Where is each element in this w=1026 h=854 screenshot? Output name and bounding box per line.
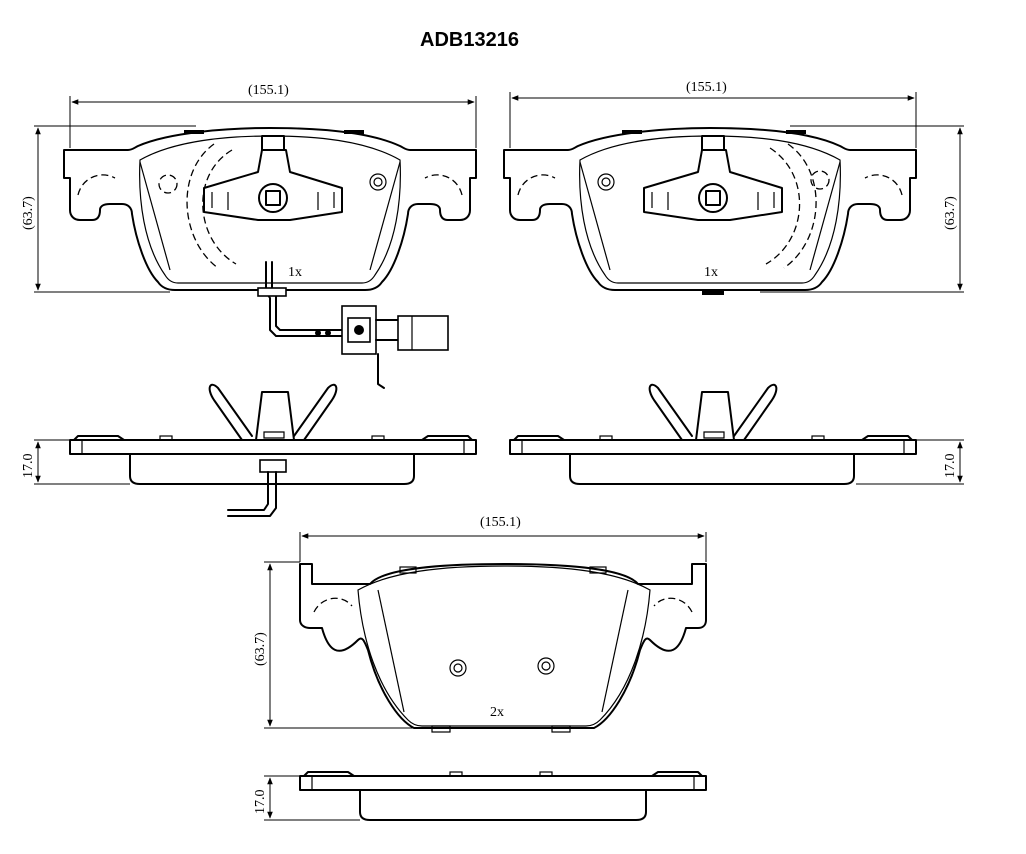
left-side-thickness-dimension [34, 439, 130, 485]
bottom-pad-face [299, 563, 707, 733]
bottom-quantity: 2x [490, 705, 504, 720]
bottom-side-view [299, 771, 707, 821]
top-right-quantity: 1x [704, 265, 718, 280]
top-left-width-label: (155.1) [248, 83, 289, 98]
top-left-pad-face [63, 127, 477, 291]
right-side-view [509, 383, 917, 485]
part-number-title: ADB13216 [420, 29, 519, 51]
top-right-width-label: (155.1) [686, 80, 727, 95]
bottom-width-label: (155.1) [480, 515, 521, 530]
bottom-height-dimension [264, 561, 414, 729]
top-right-height-dimension [760, 125, 964, 293]
top-left-width-dimension [69, 96, 477, 148]
left-side-thickness-label: 17.0 [21, 454, 36, 479]
bottom-height-label: (63.7) [253, 632, 268, 666]
top-right-height-label: (63.7) [943, 196, 958, 230]
bottom-thickness-dimension [264, 775, 360, 821]
top-left-height-label: (63.7) [21, 196, 36, 230]
right-side-thickness-dimension [856, 439, 964, 485]
left-side-view [69, 383, 477, 517]
top-right-pad-face [503, 127, 917, 295]
top-left-quantity: 1x [288, 265, 302, 280]
right-side-thickness-label: 17.0 [943, 454, 958, 479]
top-left-height-dimension [34, 125, 196, 293]
wear-sensor-cable [257, 261, 449, 389]
top-right-width-dimension [509, 92, 917, 148]
bottom-thickness-label: 17.0 [253, 790, 268, 815]
bottom-width-dimension [299, 532, 707, 562]
